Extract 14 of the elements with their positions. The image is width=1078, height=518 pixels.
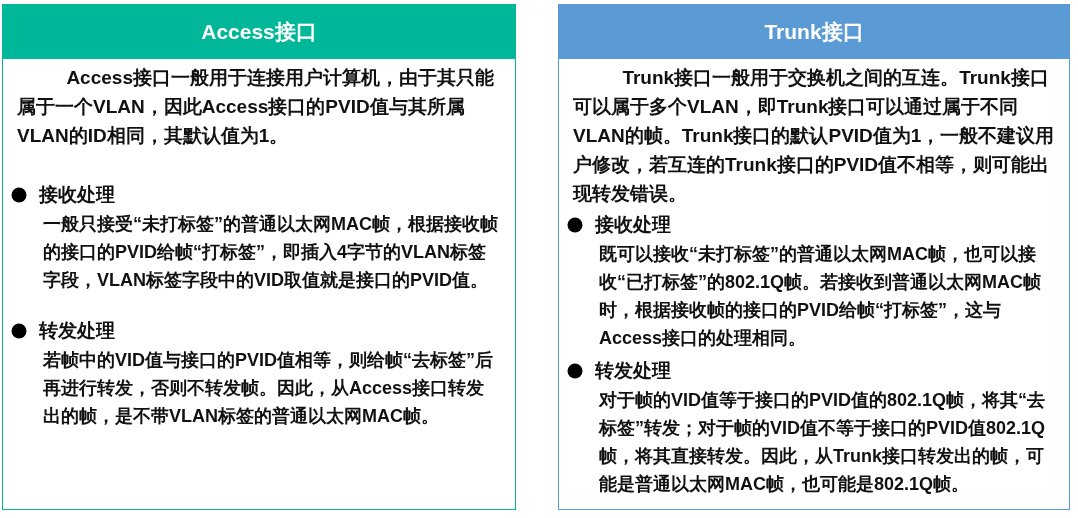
section-heading: 转发处理 [595,359,671,383]
section-paragraph: 一般只接受“未打标签”的普通以太网MAC帧，根据接收帧的接口的PVID给帧“打标签”，即插入4字节的VLAN标签字段，VLAN标签字段中的VID取值就是接口的PVID值。 [43,213,499,292]
intro-paragraph: Access接口一般用于连接用户计算机，由于其只能属于一个VLAN，因此Access接口的PVID值与其所属VLAN的ID相同，其默认值为1。 [17,66,495,148]
section-paragraph: 若帧中的VID值与接口的PVID值相等，则给帧“去标签”后再进行转发，否则不转发帧。因此，从Access接口转发出的帧，是不带VLAN标签的普通以太网MAC帧。 [43,349,495,428]
section-paragraph: 既可以接收“未打标签”的普通以太网MAC帧，也可以接收“已打标签”的802.1Q帧。若接收到普通以太网MAC帧时，根据接收帧的接口的PVID给帧“打标签”，这与Access接口的处理相同。 [599,243,1043,350]
card-header: Trunk接口 [559,5,1069,59]
section-heading: 接收处理 [39,183,115,207]
info-card [558,4,1070,510]
section-heading: 接收处理 [595,213,671,237]
section-paragraph: 对于帧的VID值等于接口的PVID值的802.1Q帧，将其“去标签”转发；对于帧的VID值不等于接口的PVID值802.1Q帧，将其直接转发。因此，从Trunk接口转发出的帧，可能是普通以太网MAC帧，也可能是802.1Q帧。 [599,389,1047,496]
card-header: Access接口 [3,5,515,59]
intro-paragraph: Trunk接口一般用于交换机之间的互连。Trunk接口可以属于多个VLAN，即Trunk接口可以通过属于不同VLAN的帧。Trunk接口的默认PVID值为1，一般不建议用户修改，若互连的Trunk接口的PVID值不相等，则可能出现转发错误。 [573,66,1055,206]
section-heading: 转发处理 [39,319,115,343]
info-card [2,4,516,510]
